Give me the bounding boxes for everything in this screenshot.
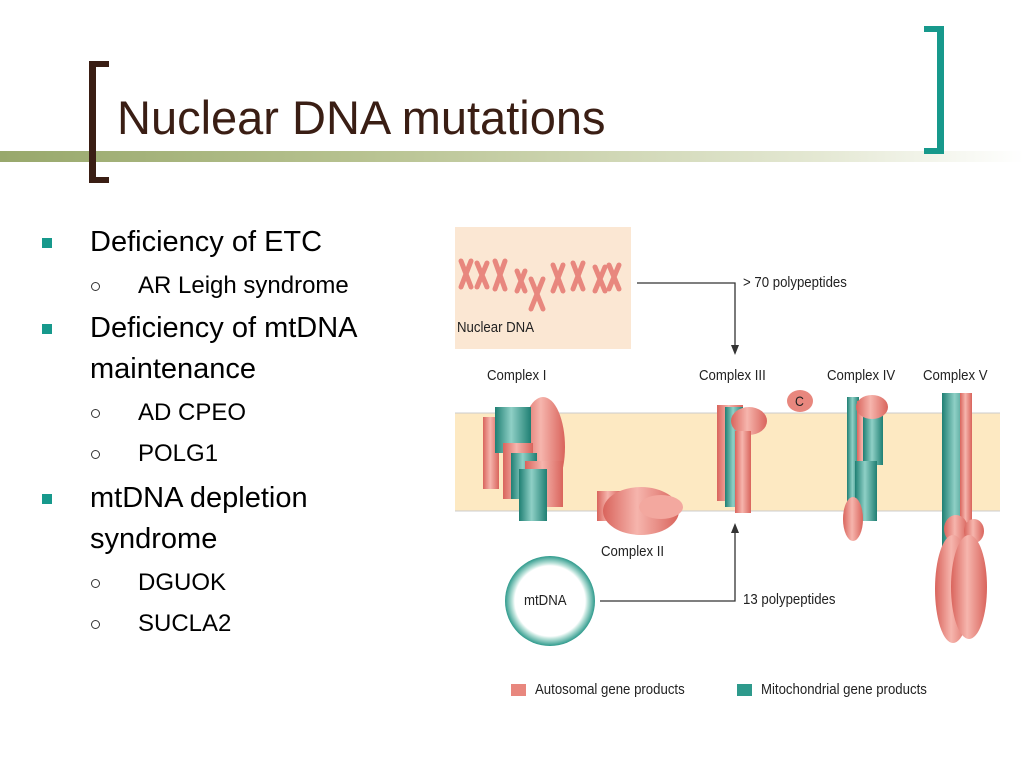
bullet-text: Deficiency of ETC [90, 226, 323, 258]
nuclear-arrow-label: > 70 polypeptides [743, 274, 847, 291]
complex-4-label: Complex IV [827, 367, 896, 384]
sub-bullet-text: AD CPEO [138, 399, 247, 426]
square-bullet-icon [42, 324, 52, 334]
circle-bullet-icon [91, 579, 100, 588]
bullet-list: Deficiency of ETC AR Leigh syndrome Defi… [40, 222, 430, 640]
complex-1-shape [483, 397, 565, 521]
circle-bullet-icon [91, 282, 100, 291]
legend-mitochondrial-label: Mitochondrial gene products [761, 681, 927, 698]
mtdna-arrow-label: 13 polypeptides [743, 591, 836, 608]
mtdna-ring-icon [505, 556, 595, 646]
circle-bullet-icon [91, 620, 100, 629]
sub-bullet-text: AR Leigh syndrome [138, 272, 349, 299]
circle-bullet-icon [91, 409, 100, 418]
title-bracket-right [924, 26, 944, 154]
cytochrome-c-icon [787, 390, 813, 412]
sub-bullet-item: SUCLA2 [40, 607, 430, 640]
bullet-item: mtDNA depletion syndrome [40, 478, 430, 560]
legend-autosomal-swatch [511, 684, 526, 696]
sub-bullet-item: AR Leigh syndrome [40, 269, 430, 302]
sub-bullet-item: POLG1 [40, 437, 430, 470]
complex-3-label: Complex III [699, 367, 766, 384]
bullet-text: Deficiency of mtDNA maintenance [90, 312, 356, 385]
complex-5-shape [935, 393, 987, 643]
legend-mitochondrial-swatch [737, 684, 752, 696]
cytochrome-c-label: C [795, 393, 804, 409]
sub-bullet-text: POLG1 [138, 440, 219, 467]
complex-3-shape [717, 405, 767, 513]
mtdna-label: mtDNA [524, 592, 567, 609]
complex-5-label: Complex V [923, 367, 988, 384]
complex-1-label: Complex I [487, 367, 547, 384]
complex-2-label: Complex II [601, 543, 665, 560]
sub-bullet-text: SUCLA2 [138, 610, 232, 637]
nuclear-dna-label: Nuclear DNA [457, 319, 535, 336]
nuclear-arrow [637, 282, 736, 351]
sub-bullet-text: DGUOK [138, 569, 227, 596]
bullet-text: mtDNA depletion syndrome [90, 482, 308, 555]
sub-bullet-item: AD CPEO [40, 396, 430, 429]
bullet-item: Deficiency of ETC [40, 222, 430, 263]
title-bracket-left [89, 61, 109, 183]
legend-autosomal-label: Autosomal gene products [535, 681, 685, 698]
square-bullet-icon [42, 494, 52, 504]
diagram-graphics [455, 227, 1000, 696]
arrowhead-up-icon [731, 523, 739, 533]
respiratory-chain-diagram: Nuclear DNA > 70 polypeptides Complex I … [455, 225, 1000, 715]
sub-bullet-item: DGUOK [40, 566, 430, 599]
square-bullet-icon [42, 238, 52, 248]
slide-title: Nuclear DNA mutations [117, 91, 606, 144]
complex-2-shape [597, 487, 683, 535]
title-rule [0, 151, 1024, 162]
complex-4-shape [843, 395, 888, 541]
circle-bullet-icon [91, 450, 100, 459]
mtdna-arrow [600, 527, 736, 602]
chromosome-icons [458, 258, 622, 312]
bullet-item: Deficiency of mtDNA maintenance [40, 308, 430, 390]
arrowhead-down-icon [731, 345, 739, 355]
